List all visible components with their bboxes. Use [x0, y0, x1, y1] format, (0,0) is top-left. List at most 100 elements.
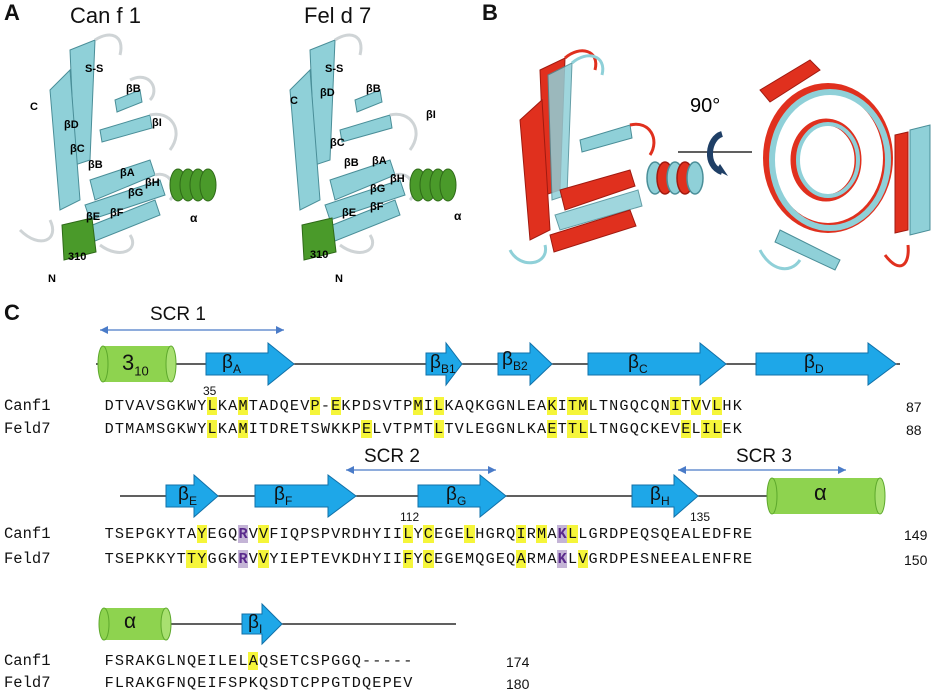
residue: K — [145, 674, 155, 692]
topology-row1 — [96, 326, 900, 387]
residue: E — [434, 550, 444, 568]
residue: R — [495, 525, 505, 543]
residue: R — [732, 525, 742, 543]
residue: E — [546, 420, 558, 438]
residue: A — [228, 397, 238, 415]
residue: T — [114, 397, 124, 415]
position-112: 112 — [400, 510, 420, 524]
strand-bI-arrow — [241, 602, 283, 646]
residue: G — [444, 525, 454, 543]
residue: T — [444, 420, 454, 438]
residue: L — [433, 397, 444, 415]
residue: R — [526, 550, 536, 568]
residue: G — [495, 420, 505, 438]
residue: V — [382, 420, 392, 438]
residue: M — [536, 525, 547, 543]
residue: P — [403, 397, 413, 415]
block2-canf1-name: Canf1 — [4, 525, 51, 543]
residue: Q — [351, 652, 361, 670]
canf1-bb-label: βB — [88, 159, 103, 171]
residue: R — [125, 652, 135, 670]
residue: T — [392, 397, 403, 415]
helix-alpha-label: α — [814, 480, 827, 505]
residue: R — [526, 525, 536, 543]
residue: A — [515, 550, 527, 568]
residue: D — [351, 674, 361, 692]
residue: G — [166, 420, 176, 438]
residue: W — [186, 420, 197, 438]
residue: Q — [640, 525, 650, 543]
residue: S — [372, 397, 382, 415]
strand-bC-label: βC — [628, 352, 648, 376]
residue: I — [557, 397, 567, 415]
strand-bD-label: βD — [804, 352, 824, 376]
residue: E — [701, 550, 711, 568]
helix-alpha-cylinder — [766, 477, 886, 515]
residue: K — [444, 397, 454, 415]
strand-bG-label: βG — [446, 484, 467, 508]
residue: V — [248, 550, 258, 568]
residue: L — [372, 420, 382, 438]
residue: E — [701, 525, 711, 543]
residue: D — [104, 397, 114, 415]
residue: T — [289, 652, 300, 670]
residue: T — [289, 674, 300, 692]
residue: - — [382, 652, 392, 670]
residue: V — [577, 550, 588, 568]
residue: N — [176, 674, 186, 692]
residue: A — [135, 674, 145, 692]
residue: Q — [186, 652, 197, 670]
residue: M — [125, 420, 135, 438]
residue: L — [577, 420, 588, 438]
feld7-bb-label-top: βB — [366, 83, 381, 95]
residue: A — [135, 397, 145, 415]
superposition-structure: 90° — [508, 49, 931, 271]
residue: F — [104, 652, 114, 670]
scr2-label: SCR 2 — [364, 446, 420, 467]
residue: I — [248, 420, 258, 438]
residue: I — [279, 525, 289, 543]
residue: L — [433, 420, 444, 438]
residue: T — [104, 550, 114, 568]
residue: L — [217, 652, 227, 670]
residue: G — [444, 550, 454, 568]
residue: T — [567, 420, 578, 438]
feld7-310-label: 310 — [310, 249, 328, 261]
canf1-ribbon-structure: S-S C N βD βB βC βI βB βA βH βG βF βE α … — [18, 33, 217, 285]
strand-bB1-label: βB1 — [430, 352, 456, 376]
residue: L — [588, 397, 598, 415]
residue: K — [331, 420, 341, 438]
residue: V — [382, 397, 392, 415]
block2-feld7-name: Feld7 — [4, 550, 51, 568]
block1-feld7-name: Feld7 — [4, 420, 51, 438]
topology-row3 — [98, 602, 456, 646]
residue: M — [145, 420, 155, 438]
rotation-label: 90° — [690, 95, 720, 117]
residue: G — [588, 525, 598, 543]
residue: T — [392, 420, 403, 438]
helix-alpha-cylinder-2 — [98, 607, 172, 641]
block1-canf1-seq: DTVAVSGKWYLKAMTADQEVP-EKPDSVTPMILKAQKGGN… — [104, 397, 742, 415]
residue: C — [640, 420, 650, 438]
residue: E — [372, 674, 382, 692]
residue: N — [506, 420, 516, 438]
residue: P — [135, 550, 145, 568]
residue: V — [454, 420, 464, 438]
residue: T — [176, 550, 186, 568]
residue: G — [207, 550, 217, 568]
residue: G — [331, 674, 341, 692]
residue: L — [567, 550, 578, 568]
residue: L — [238, 652, 248, 670]
residue: Q — [289, 525, 300, 543]
residue: G — [485, 525, 495, 543]
residue: R — [732, 550, 742, 568]
residue: V — [300, 397, 310, 415]
residue: F — [166, 674, 176, 692]
residue: T — [557, 420, 567, 438]
residue: Q — [650, 397, 660, 415]
residue: I — [207, 674, 217, 692]
feld7-be-label: βE — [342, 207, 356, 219]
residue: N — [609, 420, 619, 438]
strand-bF-arrow — [254, 474, 357, 518]
block1-feld7-end: 88 — [906, 422, 922, 438]
